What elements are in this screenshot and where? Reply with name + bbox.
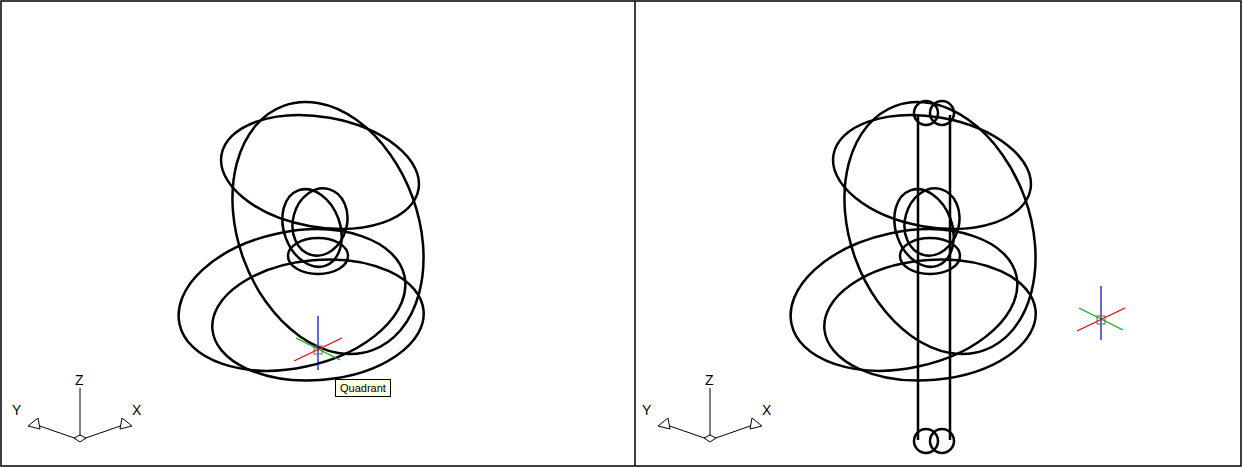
solid-wireframe bbox=[165, 75, 457, 390]
wire-ellipse bbox=[285, 182, 355, 262]
axis-label: X bbox=[132, 402, 141, 418]
wire-ellipse bbox=[207, 251, 429, 389]
tooltip-box: Quadrant bbox=[335, 379, 391, 397]
cursor-crosshair bbox=[294, 316, 342, 370]
cylinder bbox=[914, 101, 954, 453]
wire-ellipse bbox=[165, 210, 418, 391]
axis-label: X bbox=[762, 402, 771, 418]
solid-wireframe-cut bbox=[777, 75, 1069, 390]
tooltip-text: Quadrant bbox=[340, 381, 386, 395]
wire-ellipse bbox=[212, 100, 428, 243]
ucs-icon bbox=[658, 388, 762, 442]
wire-ellipse bbox=[824, 100, 1040, 243]
cursor-crosshair bbox=[1077, 286, 1125, 340]
cylinder-end bbox=[930, 429, 954, 453]
wire-ellipse bbox=[819, 251, 1041, 389]
cylinder-edge bbox=[917, 115, 920, 440]
wire-ellipse bbox=[288, 238, 348, 274]
axis-label: Y bbox=[642, 402, 651, 418]
wire-ellipse bbox=[777, 210, 1030, 391]
divider bbox=[634, 1, 636, 466]
axis-label: Z bbox=[705, 372, 714, 388]
axis-label: Y bbox=[12, 402, 21, 418]
axis-label: Z bbox=[75, 372, 84, 388]
wire-ellipse bbox=[897, 182, 967, 262]
cylinder-end bbox=[930, 101, 954, 125]
ucs-icon bbox=[28, 388, 132, 442]
cylinder-edge bbox=[949, 115, 952, 440]
